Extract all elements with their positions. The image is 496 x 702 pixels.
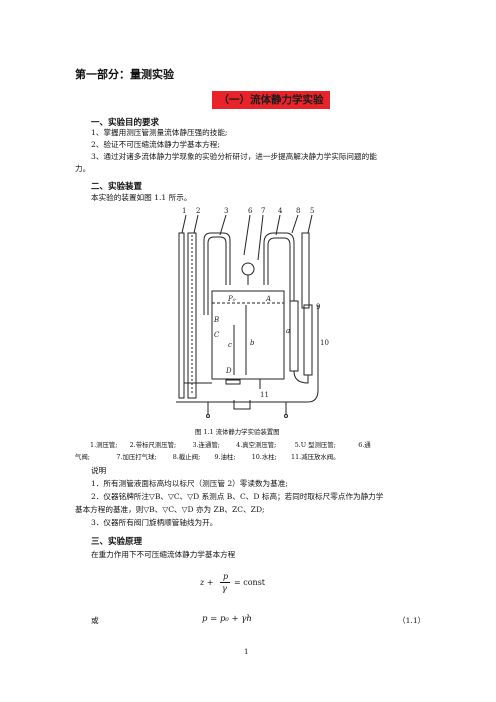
section1-heading: 一、实验目的要求 bbox=[91, 118, 160, 128]
section1-item-4: 力。 bbox=[75, 164, 91, 173]
eq1-lhs: z + bbox=[200, 578, 214, 587]
note-1: 1．所有测管液面标高均以标尺（测压管 2）零读数为基准; bbox=[91, 479, 288, 488]
eq1-denominator: γ bbox=[222, 584, 227, 593]
or-label: 或 bbox=[91, 616, 99, 625]
figure-legend-line-2: 气阀; 7.加压打气球; 8.截止阀; 9.油柱; 10.水柱; 11.减压放水… bbox=[75, 453, 340, 461]
fig-label-6: 6 bbox=[248, 207, 253, 215]
section3-intro: 在重力作用下不可压缩流体静力学基本方程 bbox=[91, 550, 236, 559]
section2-heading: 二、实验装置 bbox=[91, 182, 143, 192]
section2-intro: 本实验的装置如图 1.1 所示。 bbox=[91, 193, 192, 202]
eq1-rhs: = const bbox=[234, 578, 266, 587]
notes-label: 说明 bbox=[91, 466, 107, 475]
experiment-title: （一）流体静力学实验 bbox=[218, 94, 324, 106]
experiment-title-box: （一）流体静力学实验 bbox=[212, 91, 330, 109]
fig-label-4: 4 bbox=[278, 207, 283, 215]
fig-point-d: D bbox=[225, 367, 232, 375]
section1-item-2: 2、验证不可压缩流体静力学基本方程; bbox=[91, 140, 220, 149]
section3-heading: 三、实验原理 bbox=[91, 537, 143, 547]
fig-point-p0: P₀ bbox=[227, 295, 236, 303]
note-2: 2．仪器铭牌所注▽B、▽C、▽D 系测点 B、C、D 标高；若同时取标尺零点作为… bbox=[91, 492, 384, 501]
eq1-fraction-bar bbox=[220, 582, 230, 583]
section1-item-3: 3、通过对诸多流体静力学现象的实验分析研讨，进一步提高解决静力学实际问题的能 bbox=[91, 152, 377, 161]
equation-number: （1.1） bbox=[398, 616, 426, 625]
fig-label-5: 5 bbox=[310, 207, 314, 215]
page-number: 1 bbox=[244, 648, 249, 656]
fig-label-11: 11 bbox=[260, 391, 269, 399]
note-2-continued: 基本方程的基准，则▽B、▽C、▽D 亦为 ZB、ZC、ZD; bbox=[75, 505, 265, 514]
fig-label-1: 1 bbox=[182, 207, 186, 215]
fig-label-9: 9 bbox=[316, 303, 320, 311]
fig-label-2: 2 bbox=[196, 207, 200, 215]
fig-label-3: 3 bbox=[224, 207, 228, 215]
fig-label-10: 10 bbox=[320, 339, 329, 347]
part-title: 第一部分：量测实验 bbox=[75, 68, 174, 81]
fig-point-a-upper: A bbox=[265, 295, 271, 303]
fig-label-8: 8 bbox=[296, 207, 300, 215]
fig-point-b-lower: b bbox=[250, 339, 255, 347]
fig-point-b: B bbox=[213, 316, 219, 324]
fig-point-c: C bbox=[214, 331, 220, 339]
eq1-numerator: p bbox=[223, 572, 229, 581]
fig-label-7: 7 bbox=[261, 207, 265, 215]
figure-legend-line-1: 1.测压管; 2.带标尺测压管; 3.连通管; 4.真空测压管; 5.U 型测压… bbox=[90, 441, 371, 449]
apparatus-figure: 1 2 3 6 7 4 8 5 9 10 11 P₀ A B C D a b c bbox=[176, 207, 329, 418]
equation-2: p = p₀ + γh bbox=[202, 614, 252, 624]
fig-point-a: a bbox=[286, 327, 290, 335]
fig-point-c-lower: c bbox=[228, 341, 232, 349]
figure-caption: 图 1.1 流体静力学实验装置图 bbox=[195, 428, 280, 436]
section1-item-1: 1、掌握用测压管测量流体静压强的技能; bbox=[91, 128, 228, 137]
note-3: 3．仪器所有阀门旋柄顺管轴线为开。 bbox=[91, 518, 218, 527]
